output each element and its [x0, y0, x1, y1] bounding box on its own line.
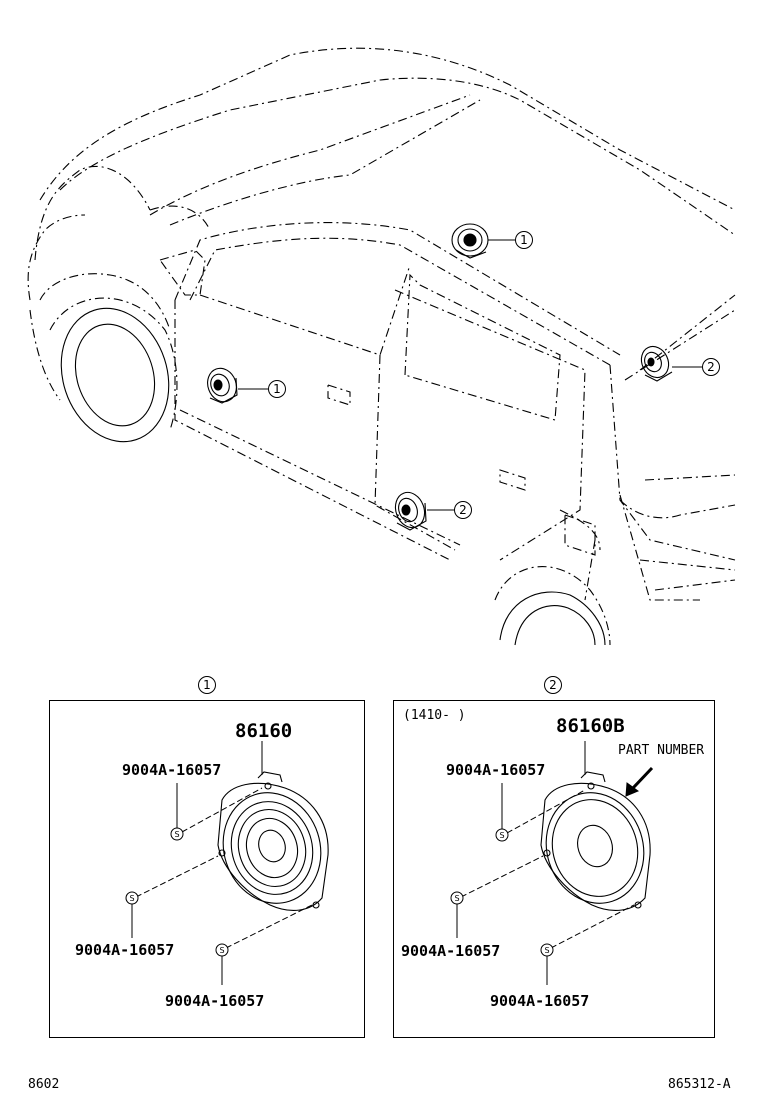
footer-left-code: 8602	[28, 1077, 60, 1092]
footer-right-code: 865312-A	[668, 1077, 731, 1092]
svg-text:S: S	[454, 894, 459, 903]
callout-label: 2	[707, 360, 715, 374]
panel-index-label: 2	[549, 678, 557, 692]
callout-label: 1	[273, 382, 281, 396]
panel-2-part-number: 86160B	[556, 715, 625, 737]
svg-text:S: S	[219, 946, 224, 955]
callout-label: 1	[520, 233, 528, 247]
panel-2-date-range: (1410- )	[403, 708, 466, 723]
svg-text:S: S	[129, 894, 134, 903]
svg-text:S: S	[499, 831, 504, 840]
part-number-arrow-icon	[625, 766, 654, 797]
rear-quarter-speaker-icon	[640, 345, 673, 382]
panel-1-index: 1	[198, 676, 216, 694]
panel-2-screw-bottom-label: 9004A-16057	[490, 992, 590, 1010]
callout-rear-quarter-speaker: 2	[702, 358, 720, 376]
callout-front-door-speaker: 1	[268, 380, 286, 398]
front-door-speaker-icon	[207, 367, 238, 404]
svg-text:S: S	[174, 830, 179, 839]
panel-1-screw-left-label: 9004A-16057	[75, 941, 175, 959]
panel-1-part-number: 86160	[235, 720, 293, 742]
panel-2-index: 2	[544, 676, 562, 694]
panel-2-frame	[393, 700, 715, 1038]
panel-2-part-number-note: PART NUMBER	[618, 743, 705, 758]
panel-2-screw-left-label: 9004A-16057	[401, 942, 501, 960]
rear-door-speaker-icon	[394, 491, 427, 531]
callout-rear-door-speaker: 2	[454, 501, 472, 519]
panel-1-screw-bottom-label: 9004A-16057	[165, 992, 265, 1010]
callout-roof-speaker: 1	[515, 231, 533, 249]
panel-1-frame	[49, 700, 365, 1038]
callout-label: 2	[459, 503, 467, 517]
panel-1-screw-top-label: 9004A-16057	[122, 761, 222, 779]
panel-2-screw-top-label: 9004A-16057	[446, 761, 546, 779]
svg-text:S: S	[544, 946, 549, 955]
panel-index-label: 1	[203, 678, 211, 692]
